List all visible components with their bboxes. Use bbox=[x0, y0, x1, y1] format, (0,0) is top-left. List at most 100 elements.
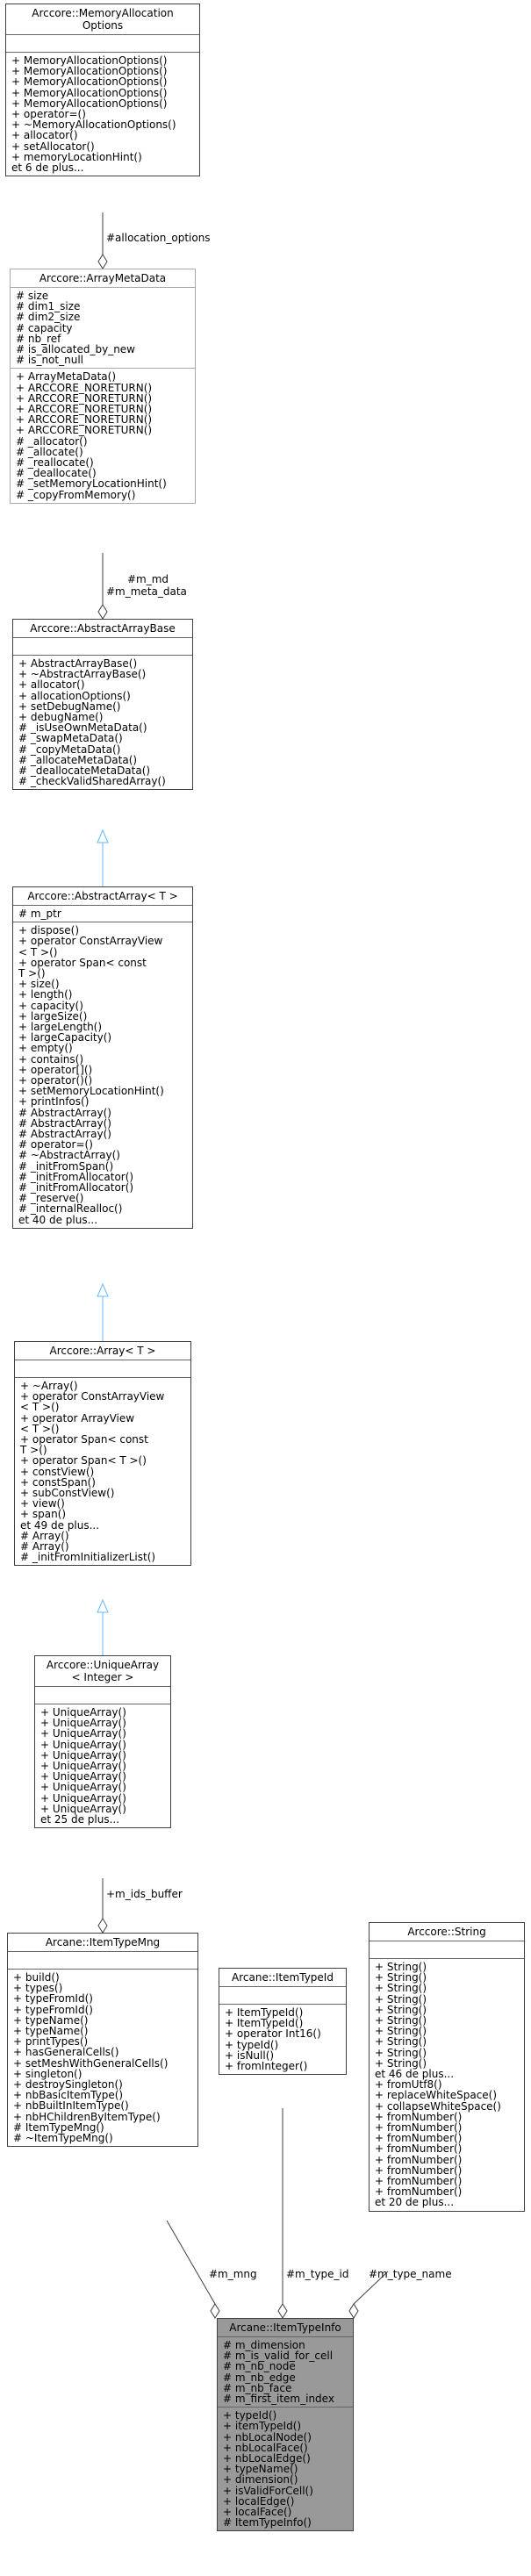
method-item: T >() bbox=[18, 967, 46, 980]
method-item: + types() bbox=[13, 1982, 63, 1995]
class-name-line: Options bbox=[82, 19, 124, 32]
method-item: + collapseWhiteSpace() bbox=[375, 2099, 501, 2113]
class-name-line: Arcane::ItemTypeId bbox=[232, 1971, 334, 1984]
attribute-item: # m_nb_node bbox=[223, 2360, 296, 2373]
method-item: + length() bbox=[18, 988, 73, 1001]
method-item: + operator()() bbox=[18, 1074, 93, 1087]
attribute-item: # m_ptr bbox=[18, 908, 61, 920]
attribute-item: # size bbox=[16, 290, 49, 302]
attribute-item: # nb_ref bbox=[16, 332, 61, 345]
class-array[interactable]: Arccore::Array< T >+ ~Array()+ operator … bbox=[14, 1341, 191, 1567]
method-item: + dimension() bbox=[223, 2473, 298, 2486]
method-item: + constView() bbox=[20, 1465, 95, 1478]
class-name-line: Arccore::AbstractArray< T > bbox=[27, 890, 178, 902]
method-item: + UniqueArray() bbox=[40, 1706, 126, 1719]
method-item: + build() bbox=[13, 1971, 60, 1984]
method-item: + nbLocalEdge() bbox=[223, 2452, 311, 2465]
method-item: et 40 de plus... bbox=[18, 1213, 98, 1226]
class-name-line: Arccore::ArrayMetaData bbox=[39, 272, 167, 284]
attribute-item: # is_not_null bbox=[16, 354, 83, 367]
class-abstract-array[interactable]: Arccore::AbstractArray< T ># m_ptr+ disp… bbox=[12, 886, 193, 1229]
method-item: + fromNumber() bbox=[375, 2153, 463, 2166]
diamond-type-id bbox=[277, 2303, 288, 2319]
method-item: # ~AbstractArray() bbox=[18, 1149, 120, 1162]
method-item: + printInfos() bbox=[18, 1095, 90, 1109]
method-item: + operator[]() bbox=[18, 1063, 93, 1076]
method-item: + ItemTypeId() bbox=[225, 2006, 304, 2019]
method-item: + typeId() bbox=[225, 2038, 279, 2051]
method-item: + isNull() bbox=[225, 2049, 275, 2062]
class-name-line: Arccore::MemoryAllocation bbox=[32, 7, 174, 19]
attribute-item: # dim2_size bbox=[16, 311, 81, 324]
attributes-section bbox=[13, 638, 192, 656]
class-item-type-id[interactable]: Arcane::ItemTypeId+ ItemTypeId()+ ItemTy… bbox=[219, 1968, 347, 2076]
class-item-type-mng[interactable]: Arcane::ItemTypeMng+ build()+ types()+ t… bbox=[7, 1933, 198, 2148]
arrow-inherit-array bbox=[97, 1282, 109, 1297]
methods-section: + UniqueArray() + UniqueArray() + UniqueAr… bbox=[35, 1704, 170, 1827]
attributes-section bbox=[8, 1952, 197, 1970]
attributes-section bbox=[219, 1987, 346, 2005]
methods-section: + MemoryAllocationOptions()+ MemoryAlloc… bbox=[6, 53, 199, 176]
item-type-id-title: Arcane::ItemTypeId bbox=[219, 1969, 346, 1987]
class-string[interactable]: Arccore::String+ String()+ String()+ Str… bbox=[369, 1922, 525, 2212]
method-item: + ARCCORE_NORETURN() bbox=[16, 413, 153, 427]
method-item: + UniqueArray() bbox=[40, 1802, 126, 1815]
method-item: # ItemTypeMng() bbox=[13, 2120, 104, 2134]
method-item: + fromInteger() bbox=[225, 2060, 308, 2073]
class-abstract-array-base[interactable]: Arccore::AbstractArrayBase+ AbstractArra… bbox=[12, 619, 193, 791]
method-item: + String() bbox=[375, 2003, 427, 2016]
diamond-mng bbox=[210, 2303, 220, 2319]
method-item: + largeLength() bbox=[18, 1021, 103, 1034]
method-item: + isValidForCell() bbox=[223, 2484, 313, 2497]
attribute-item: # m_nb_edge bbox=[223, 2371, 296, 2384]
class-item-type-info[interactable]: Arcane::ItemTypeInfo# m_dimension# m_is_… bbox=[217, 2318, 354, 2532]
method-item: + UniqueArray() bbox=[40, 1760, 126, 1773]
method-item: # _allocator() bbox=[16, 434, 88, 448]
method-item: + constSpan() bbox=[20, 1475, 96, 1489]
method-item: + ARCCORE_NORETURN() bbox=[16, 403, 153, 416]
class-array-meta-data[interactable]: Arccore::ArrayMetaData# size# dim1_size#… bbox=[10, 269, 196, 504]
diamond-ids-buffer bbox=[97, 1918, 108, 1934]
class-unique-array[interactable]: Arccore::UniqueArray< Integer >+ UniqueA… bbox=[34, 1655, 171, 1829]
method-item: + contains() bbox=[18, 1052, 84, 1066]
attributes-section: # m_ptr bbox=[13, 906, 192, 923]
method-item: + operator ArrayView bbox=[20, 1411, 135, 1424]
method-item: + String() bbox=[375, 2025, 427, 2038]
method-item: + localFace() bbox=[223, 2506, 292, 2519]
method-item: + String() bbox=[375, 1992, 427, 2006]
attribute-item: # dim1_size bbox=[16, 300, 81, 313]
method-item: + printTypes() bbox=[13, 2035, 89, 2049]
label-mng: #m_mng bbox=[209, 2268, 257, 2280]
method-item: + debugName() bbox=[18, 711, 104, 724]
method-item: # Array() bbox=[20, 1529, 69, 1542]
method-item: + MemoryAllocationOptions() bbox=[11, 97, 168, 110]
method-item: + typeName() bbox=[13, 2013, 89, 2027]
method-item: # ItemTypeInfo() bbox=[223, 2516, 312, 2529]
arrow-inherit-abstract-array bbox=[97, 829, 109, 843]
method-item: # ~ItemTypeMng() bbox=[13, 2132, 113, 2145]
method-item: + typeId() bbox=[223, 2409, 277, 2422]
method-item: + String() bbox=[375, 1982, 427, 1995]
attribute-item: # is_allocated_by_new bbox=[16, 343, 135, 356]
method-item: + hasGeneralCells() bbox=[13, 2046, 119, 2059]
method-item: + typeFromId() bbox=[13, 1992, 93, 2006]
class-name-line: Arccore::UniqueArray bbox=[46, 1659, 160, 1671]
label-type-name: #m_type_name bbox=[369, 2268, 452, 2280]
method-item: # _initFromAllocator() bbox=[18, 1170, 134, 1183]
method-item: + ItemTypeId() bbox=[225, 2017, 304, 2030]
methods-section: + AbstractArrayBase()+ ~AbstractArrayBas… bbox=[13, 656, 192, 789]
method-item: + typeName() bbox=[223, 2463, 298, 2476]
method-item: + operator Int16() bbox=[225, 2027, 321, 2041]
label-ids-buffer: +m_ids_buffer bbox=[106, 1888, 183, 1900]
method-item: < T >() bbox=[18, 945, 58, 958]
methods-section: + ArrayMetaData()+ ARCCORE_NORETURN()+ A… bbox=[11, 369, 195, 502]
method-item: # _isUseOwnMetaData() bbox=[18, 721, 147, 735]
diamond-type-name bbox=[348, 2303, 359, 2319]
method-item: + nbBasicItemType() bbox=[13, 2089, 124, 2102]
attribute-item: # capacity bbox=[16, 321, 73, 334]
attribute-item: # m_first_item_index bbox=[223, 2393, 334, 2406]
label-m-meta-data: #m_meta_data bbox=[106, 585, 187, 598]
method-item: + fromUtf8() bbox=[375, 2078, 442, 2092]
method-item: + itemTypeId() bbox=[223, 2420, 302, 2433]
